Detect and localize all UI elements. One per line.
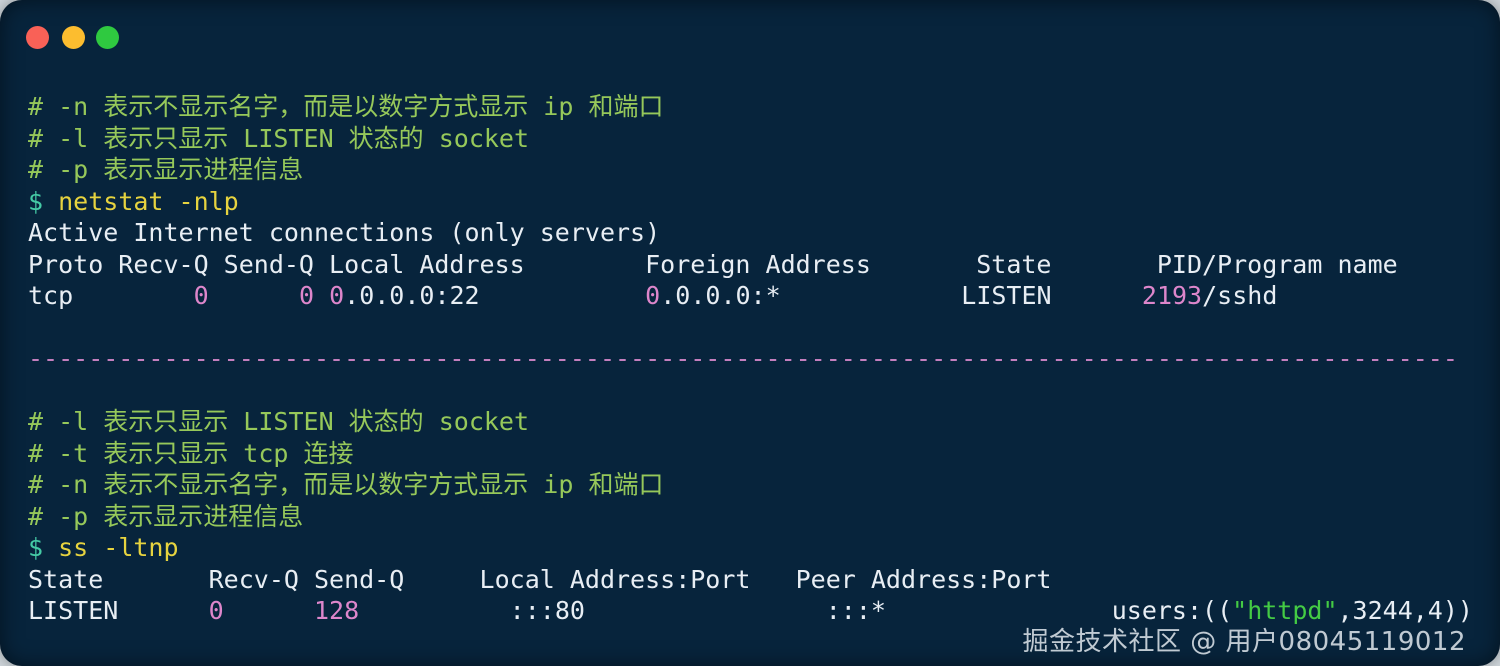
terminal-text-segment [209, 281, 299, 310]
terminal-text-segment: :::80 :::* users:(( [359, 596, 1233, 625]
terminal-text-segment: 0 [329, 281, 345, 310]
window-dot-maximize-button[interactable] [96, 26, 119, 49]
terminal-text-segment: Proto Recv-Q Send-Q Local Address Foreig… [28, 249, 1398, 279]
terminal-line: $ ss -ltnp [28, 532, 1500, 564]
terminal-text-segment: tcp [28, 281, 194, 310]
terminal-text-segment: 0 [208, 596, 224, 625]
terminal-text-segment: # -l 表示只显示 LISTEN 状态的 socket [28, 123, 530, 153]
terminal-line: # -n 表示不显示名字，而是以数字方式显示 ip 和端口 [28, 469, 1500, 501]
terminal-text-segment: 0 [645, 281, 661, 310]
terminal-text-segment: State Recv-Q Send-Q Local Address:Port P… [28, 564, 1052, 594]
terminal-line: # -l 表示只显示 LISTEN 状态的 socket [28, 406, 1500, 438]
terminal-text-segment: Active Internet connections (only server… [28, 218, 661, 247]
terminal-text-segment: "httpd" [1232, 596, 1338, 625]
terminal-text-segment: /sshd [1202, 281, 1278, 310]
terminal-line: # -p 表示显示进程信息 [28, 154, 1500, 186]
terminal-line: LISTEN 0 128 :::80 :::* users:(("httpd",… [28, 595, 1500, 627]
terminal-text-segment: 0 [298, 281, 315, 310]
terminal-text-segment [314, 281, 329, 310]
terminal-text-segment: LISTEN [961, 281, 1142, 310]
terminal-text-segment: 0 [193, 281, 209, 310]
window-dot-minimize-button[interactable] [62, 26, 85, 49]
terminal-text-segment: ----------------------------------------… [28, 344, 1458, 373]
terminal-text-segment: $ [28, 533, 59, 562]
terminal-text-segment: # -l 表示只显示 LISTEN 状态的 socket [28, 407, 530, 436]
terminal-line: tcp 0 0 0.0.0.0:22 0.0.0.0:* LISTEN 2193… [28, 280, 1500, 312]
terminal-text-segment: .0.0.0:* [660, 281, 962, 310]
terminal-text-segment: # -p 表示显示进程信息 [28, 501, 304, 531]
terminal-text-segment: ss -ltnp [58, 533, 179, 562]
terminal-text-segment: # -p 表示显示进程信息 [28, 155, 304, 184]
terminal-text-segment: # -n 表示不显示名字，而是以数字方式显示 ip 和端口 [28, 92, 664, 121]
terminal-line: # -t 表示只显示 tcp 连接 [28, 438, 1500, 470]
terminal-line: # -p 表示显示进程信息 [28, 501, 1500, 533]
window-titlebar [0, 0, 1500, 70]
terminal-text-segment: .0.0.0:22 [344, 281, 646, 310]
terminal-line: Active Internet connections (only server… [28, 217, 1500, 249]
terminal-line: $ netstat -nlp [28, 186, 1500, 218]
terminal-line: # -n 表示不显示名字，而是以数字方式显示 ip 和端口 [28, 91, 1500, 123]
terminal-output: # -n 表示不显示名字，而是以数字方式显示 ip 和端口# -l 表示只显示 … [28, 91, 1500, 627]
terminal-text-segment [224, 596, 314, 625]
terminal-text-segment: $ [28, 186, 59, 216]
terminal-line: State Recv-Q Send-Q Local Address:Port P… [28, 564, 1500, 596]
terminal-line: Proto Recv-Q Send-Q Local Address Foreig… [28, 249, 1500, 281]
terminal-text-segment: netstat -nlp [58, 186, 239, 216]
terminal-text-segment: # -n 表示不显示名字，而是以数字方式显示 ip 和端口 [28, 470, 664, 499]
terminal-line [28, 375, 1500, 407]
watermark: 掘金技术社区 @ 用户08045119012 [1022, 627, 1466, 657]
terminal-text-segment: ,3244,4)) [1337, 596, 1473, 625]
window-dot-close-button[interactable] [26, 26, 49, 49]
terminal-text-segment: 128 [314, 596, 360, 625]
terminal-line: # -l 表示只显示 LISTEN 状态的 socket [28, 123, 1500, 155]
terminal-text-segment: # -t 表示只显示 tcp 连接 [28, 438, 354, 468]
terminal-text-segment: LISTEN [28, 596, 209, 625]
terminal-text-segment: 2193 [1141, 281, 1203, 310]
terminal-line: ----------------------------------------… [28, 343, 1500, 375]
terminal-line [28, 312, 1500, 344]
